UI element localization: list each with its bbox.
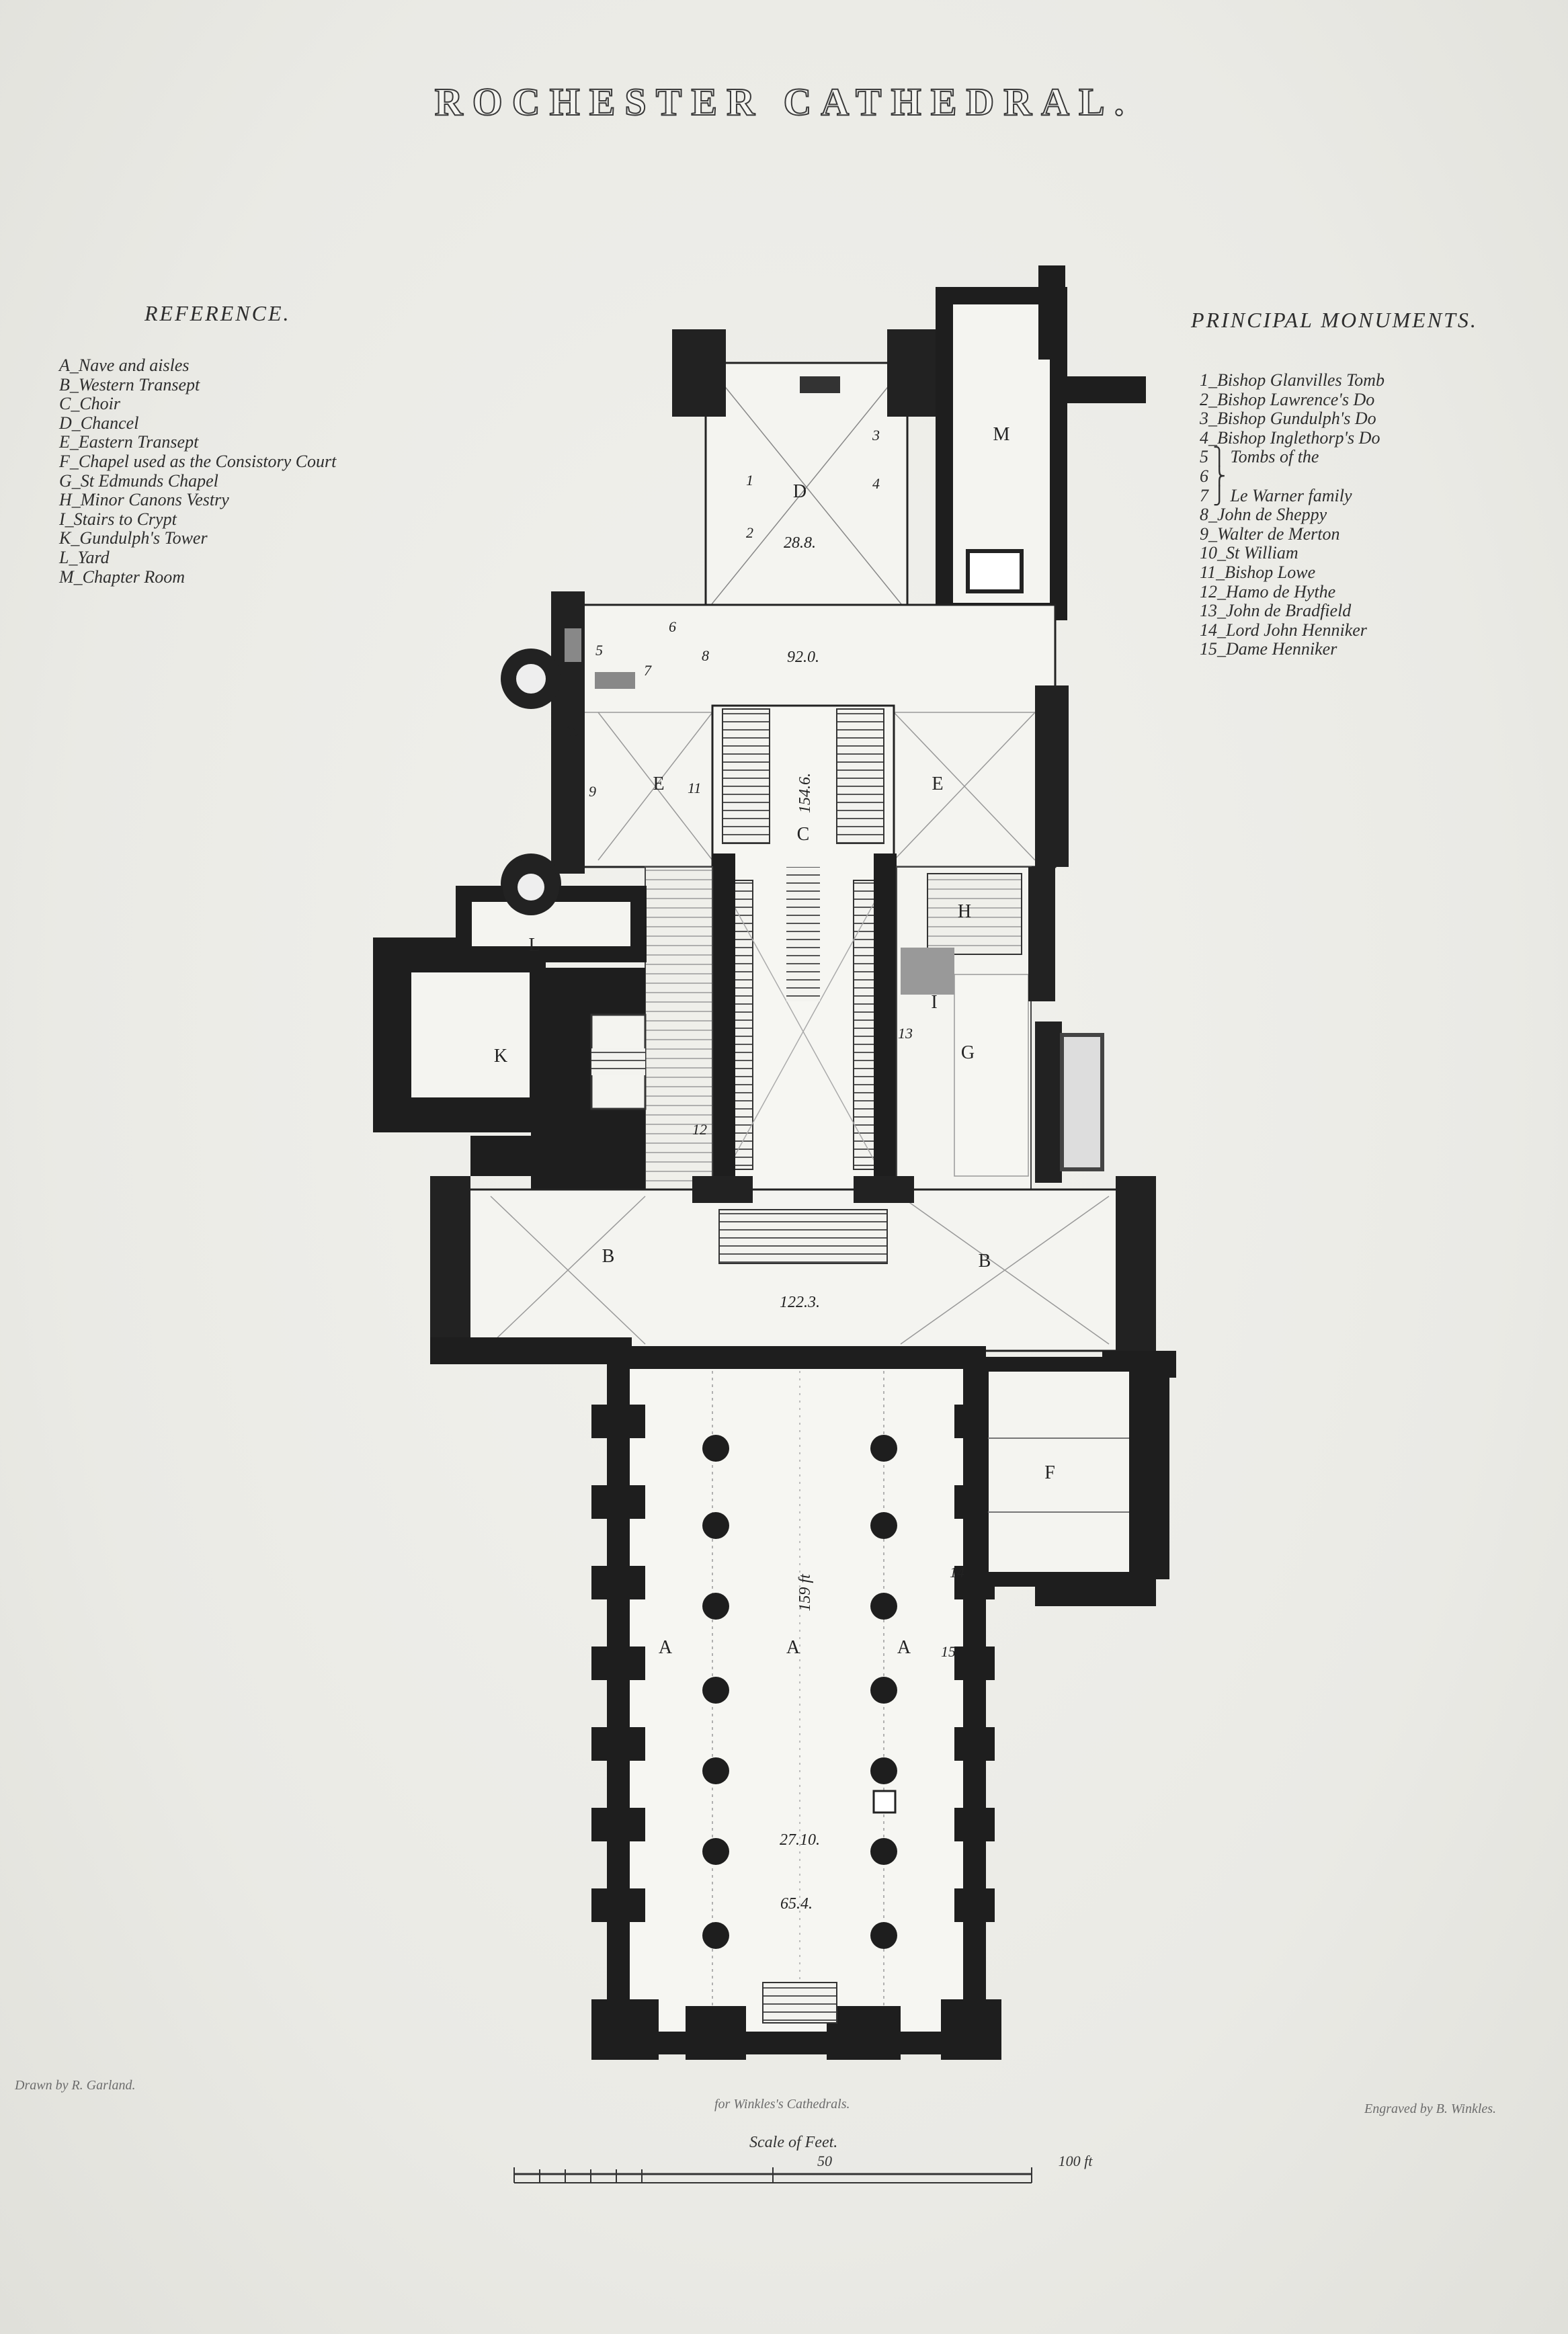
- reference-item: E_Eastern Transept: [59, 432, 199, 452]
- reference-item: A_Nave and aisles: [59, 356, 190, 375]
- dimension-label: 92.0.: [787, 649, 819, 666]
- chancel: [672, 329, 941, 613]
- monument-marker: 7: [644, 662, 652, 679]
- monuments-list: 1_Bishop Glanvilles Tomb 2_Bishop Lawren…: [1200, 370, 1385, 659]
- room-label-e-left: E: [653, 774, 664, 794]
- reference-item: M_Chapter Room: [59, 567, 185, 587]
- monument-item: 11_Bishop Lowe: [1200, 562, 1316, 582]
- room-label-a-nave: A: [786, 1637, 800, 1658]
- dimension-label: 122.3.: [780, 1294, 820, 1311]
- chapter-room: [936, 265, 1146, 620]
- reference-item: D_Chancel: [59, 413, 139, 433]
- monument-marker: 2: [746, 524, 753, 541]
- room-label-c: C: [797, 824, 810, 845]
- choir: [711, 704, 897, 1203]
- monument-marker: 8: [702, 647, 709, 664]
- reference-item: H_Minor Canons Vestry: [59, 490, 229, 510]
- monument-item: 5 ⎫ Tombs of the: [1200, 447, 1319, 467]
- room-label-g: G: [961, 1042, 975, 1063]
- reference-item: L_Yard: [59, 547, 110, 567]
- monument-item: 10_St William: [1200, 543, 1298, 563]
- room-label-i: I: [931, 992, 937, 1013]
- monument-marker: 10: [565, 722, 579, 739]
- nave: [591, 1346, 1001, 2060]
- reference-list: A_Nave and aisles B_Western Transept C_C…: [59, 356, 336, 587]
- reference-item: I_Stairs to Crypt: [59, 509, 177, 529]
- monument-marker: 4: [872, 475, 880, 492]
- monument-item: 7 ⎭ Le Warner family: [1200, 485, 1352, 505]
- monument-marker: 5: [595, 642, 603, 659]
- room-label-b-left: B: [602, 1246, 615, 1267]
- monument-item: 14_Lord John Henniker: [1200, 620, 1367, 640]
- monument-item: 15_Dame Henniker: [1200, 639, 1337, 659]
- room-label-d: D: [793, 481, 807, 502]
- monuments-heading: PRINCIPAL MONUMENTS.: [1191, 308, 1478, 332]
- dimension-label: 159 ft: [796, 1573, 814, 1612]
- monument-marker: 6: [669, 618, 676, 635]
- room-label-f: F: [1044, 1462, 1055, 1483]
- monument-item: 2_Bishop Lawrence's Do: [1200, 389, 1375, 409]
- room-label-l: L: [528, 935, 540, 956]
- reference-item: B_Western Transept: [59, 374, 200, 394]
- room-label-k: K: [494, 1046, 507, 1067]
- scale-mid-label: 50: [817, 2153, 832, 2169]
- reference-item: C_Choir: [59, 394, 121, 414]
- dimension-label: 28.8.: [784, 534, 816, 552]
- western-transept: [430, 1176, 1176, 1378]
- reference-heading: REFERENCE.: [145, 301, 291, 325]
- room-label-e-right: E: [932, 774, 943, 794]
- drawn-by-credit: Drawn by R. Garland.: [15, 2078, 136, 2093]
- monument-item: 12_Hamo de Hythe: [1200, 581, 1336, 601]
- page-title: ROCHESTER CATHEDRAL.: [434, 79, 1134, 124]
- reference-item: G_St Edmunds Chapel: [59, 470, 218, 491]
- dimension-label: 154.6.: [796, 773, 814, 813]
- monument-item: 8_John de Sheppy: [1200, 505, 1327, 525]
- room-label-m: M: [993, 424, 1010, 445]
- scale-title: Scale of Feet.: [749, 2134, 838, 2151]
- dimension-label: 27.10.: [780, 1831, 820, 1849]
- monument-marker: 14: [950, 1564, 964, 1581]
- reference-item: F_Chapel used as the Consistory Court: [59, 451, 337, 471]
- choir-aisles: [645, 866, 1104, 1197]
- monument-item: 13_John de Bradfield: [1200, 601, 1352, 621]
- monument-item: 6 ⎬: [1200, 466, 1226, 486]
- scale-end-label: 100 ft: [1059, 2153, 1094, 2169]
- monument-marker: 3: [872, 427, 880, 444]
- monument-marker: 11: [688, 780, 701, 796]
- monument-marker: 9: [589, 783, 596, 800]
- monument-marker: 15: [941, 1643, 956, 1660]
- engraved-by-credit: Engraved by B. Winkles.: [1364, 2101, 1497, 2116]
- consistory-chapel: [974, 1357, 1169, 1606]
- publisher-credit: for Winkles's Cathedrals.: [714, 2097, 850, 2112]
- monument-marker: 1: [746, 472, 753, 489]
- room-label-h: H: [958, 901, 971, 922]
- monument-item: 1_Bishop Glanvilles Tomb: [1200, 370, 1385, 390]
- monument-item: 9_Walter de Merton: [1200, 524, 1340, 544]
- room-label-a-north: A: [659, 1637, 673, 1658]
- room-label-a-south: A: [897, 1637, 911, 1658]
- room-label-b-right: B: [979, 1251, 991, 1272]
- monument-item: 3_Bishop Gundulph's Do: [1200, 409, 1376, 429]
- reference-item: K_Gundulph's Tower: [59, 528, 208, 548]
- monument-marker: 13: [898, 1025, 913, 1042]
- scale-bar: 50 100 ft: [513, 2153, 1094, 2183]
- gundulph-tower: [373, 859, 647, 1196]
- monument-marker: 12: [692, 1121, 707, 1138]
- dimension-label: 65.4.: [780, 1895, 813, 1913]
- monument-item: 4_Bishop Inglethorp's Do: [1200, 427, 1380, 448]
